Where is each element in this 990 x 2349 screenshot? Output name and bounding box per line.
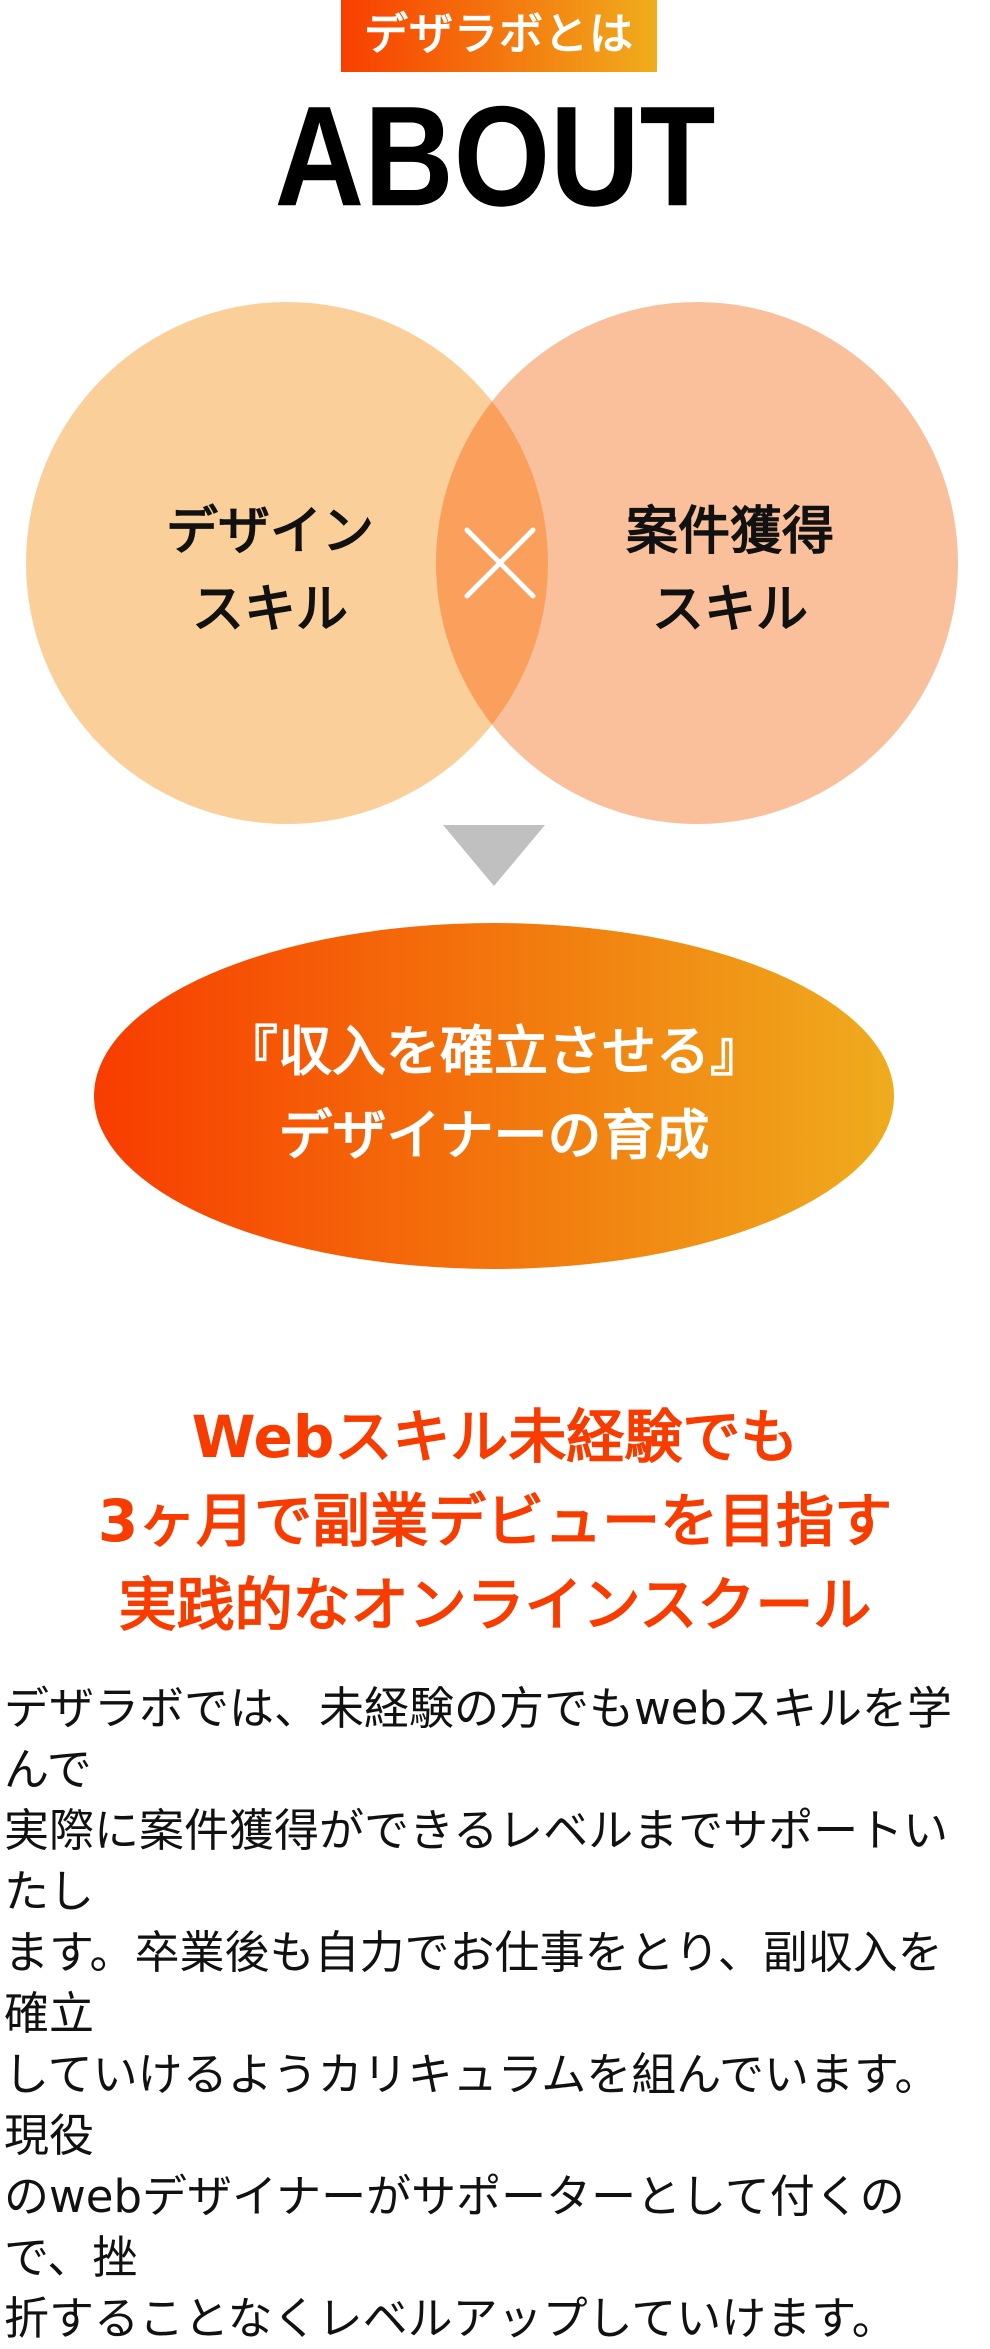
acquisition-skill-line2: スキル xyxy=(651,580,808,640)
down-arrow-icon xyxy=(443,825,545,886)
description-line: 実際に案件獲得ができるレベルまでサポートいたし xyxy=(4,1804,949,1918)
description: デザラボでは、未経験の方でもwebスキルを学んで 実際に案件獲得ができるレベルま… xyxy=(4,1678,984,2349)
times-icon xyxy=(464,527,536,599)
description-line: のwebデザイナーがサポーターとして付くので、挫 xyxy=(4,2170,905,2284)
design-skill-line1: デザイン xyxy=(165,502,374,562)
headline-line3: 実践的なオンラインスクール xyxy=(118,1571,872,1639)
section-title: ABOUT xyxy=(274,77,716,237)
description-line: していけるようカリキュラムを組んでいます。現役 xyxy=(4,2048,940,2162)
description-line: 折することなくレベルアップしていけます。 xyxy=(4,2292,897,2345)
design-skill-line2: スキル xyxy=(191,580,348,640)
section-label: デザラボとは xyxy=(341,0,657,72)
headline: Webスキル未経験でも 3ヶ月で副業デビューを目指す 実践的なオンラインスクール xyxy=(0,1395,990,1647)
description-line: デザラボでは、未経験の方でもwebスキルを学んで xyxy=(4,1682,953,1796)
result-ellipse xyxy=(94,923,894,1269)
design-skill-circle xyxy=(26,302,548,824)
headline-line2: 3ヶ月で副業デビューを目指す xyxy=(97,1487,893,1555)
venn-diagram xyxy=(26,302,958,824)
description-line: ます。卒業後も自力でお仕事をとり、副収入を確立 xyxy=(4,1926,943,2040)
acquisition-skill-circle xyxy=(436,302,958,824)
acquisition-skill-text: 案件獲得 スキル xyxy=(580,493,880,649)
headline-line1: Webスキル未経験でも xyxy=(191,1403,799,1471)
result-line1: 『収入を確立させる』 xyxy=(224,1020,764,1083)
result-text: 『収入を確立させる』 デザイナーの育成 xyxy=(94,1010,894,1178)
result-line2: デザイナーの育成 xyxy=(278,1104,710,1167)
design-skill-text: デザイン スキル xyxy=(120,493,420,649)
acquisition-skill-line1: 案件獲得 xyxy=(625,502,834,562)
